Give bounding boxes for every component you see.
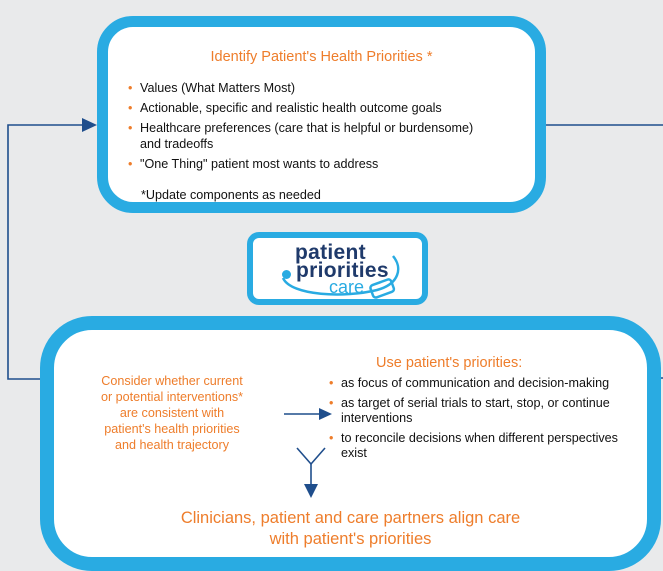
merge-arrow-left-branch bbox=[296, 447, 312, 465]
logo-word-care: care bbox=[329, 277, 365, 297]
list-item-continuation: and tradeoffs bbox=[140, 137, 214, 151]
list-item-text: Values (What Matters Most) bbox=[140, 81, 296, 95]
list-item-text: Actionable, specific and realistic healt… bbox=[140, 101, 442, 115]
list-item-text: "One Thing" patient most wants to addres… bbox=[140, 157, 379, 171]
bullet-icon: • bbox=[128, 121, 133, 135]
bullet-icon: • bbox=[329, 376, 334, 390]
consider-line: Consider whether current bbox=[101, 374, 243, 388]
right-arrowhead bbox=[319, 408, 332, 420]
logo-word-patient: patient bbox=[295, 241, 366, 264]
list-item: • as target of serial trials to start, s… bbox=[329, 396, 629, 427]
health-priorities-box: Identify Patient's Health Priorities * •… bbox=[97, 16, 546, 213]
down-arrowhead bbox=[304, 484, 318, 498]
list-item: • Healthcare preferences (care that is h… bbox=[128, 120, 473, 152]
list-item-text: to reconcile decisions when different pe… bbox=[341, 430, 618, 461]
consider-line: or potential interventions* bbox=[100, 390, 244, 404]
update-note: *Update components as needed bbox=[141, 188, 321, 202]
use-priorities-list: • as focus of communication and decision… bbox=[329, 376, 629, 466]
logo-dot-icon bbox=[282, 270, 291, 279]
bullet-icon: • bbox=[128, 101, 133, 115]
merge-arrow-right-branch bbox=[310, 447, 326, 465]
health-priorities-list: • Values (What Matters Most) • Actionabl… bbox=[128, 80, 473, 176]
health-priorities-title: Identify Patient's Health Priorities * bbox=[210, 49, 433, 65]
list-item: • as focus of communication and decision… bbox=[329, 376, 629, 392]
list-item: • Values (What Matters Most) bbox=[128, 80, 473, 96]
bullet-icon: • bbox=[329, 395, 334, 410]
list-item: • "One Thing" patient most wants to addr… bbox=[128, 156, 473, 172]
left-loop-line bbox=[7, 124, 84, 380]
bullet-icon: • bbox=[329, 430, 334, 445]
consider-line: are consistent with bbox=[119, 406, 225, 420]
align-care-outcome: Clinicians, patient and care partners al… bbox=[54, 508, 647, 550]
outcome-line: with patient's priorities bbox=[269, 530, 432, 548]
list-item-text: as target of serial trials to start, sto… bbox=[341, 395, 610, 426]
list-item: • to reconcile decisions when different … bbox=[329, 431, 629, 462]
consider-interventions-text: Consider whether current or potential in… bbox=[72, 373, 272, 453]
outcome-line: Clinicians, patient and care partners al… bbox=[180, 509, 521, 527]
use-priorities-box: Consider whether current or potential in… bbox=[40, 316, 661, 571]
logo-swoosh-icon bbox=[281, 255, 400, 299]
bullet-icon: • bbox=[128, 81, 133, 95]
use-priorities-title: Use patient's priorities: bbox=[376, 355, 523, 371]
bullet-icon: • bbox=[128, 157, 133, 171]
list-item: • Actionable, specific and realistic hea… bbox=[128, 100, 473, 116]
patient-priorities-care-logo: patient priorities care bbox=[247, 232, 428, 305]
left-loop-arrowhead bbox=[82, 118, 97, 132]
list-item-text: as focus of communication and decision-m… bbox=[341, 376, 610, 390]
logo-word-priorities: priorities bbox=[296, 259, 389, 282]
list-item-text: Healthcare preferences (care that is hel… bbox=[140, 121, 474, 135]
inner-arrows bbox=[284, 408, 332, 498]
consider-line: and health trajectory bbox=[114, 438, 230, 452]
consider-line: patient's health priorities bbox=[104, 422, 240, 436]
